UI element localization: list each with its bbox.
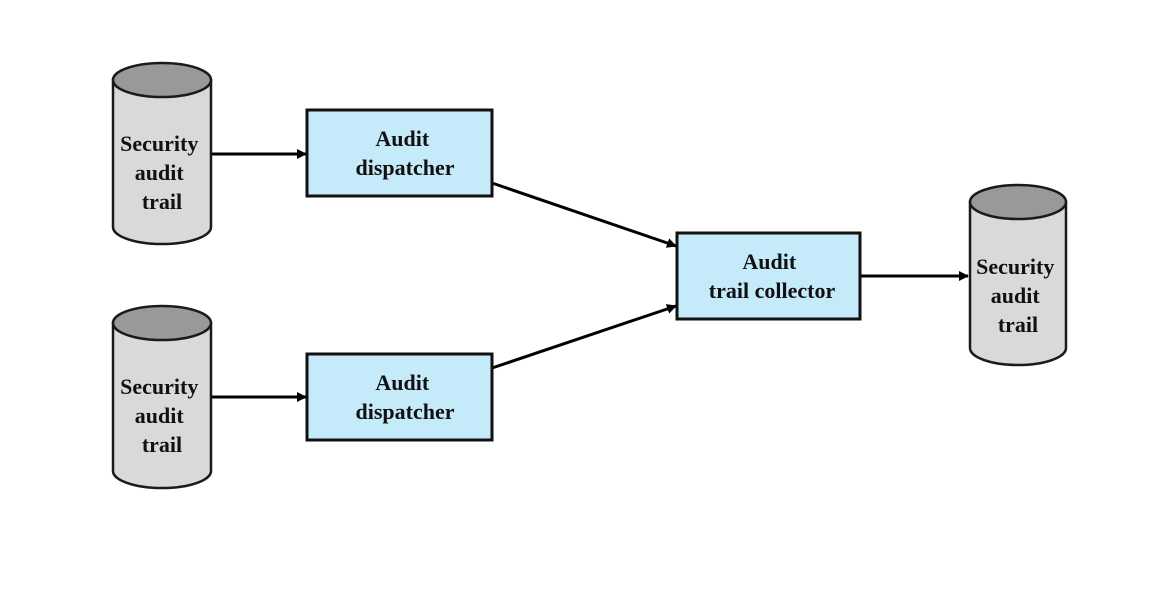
label-line: Security bbox=[120, 374, 198, 399]
label-line: Audit bbox=[375, 370, 429, 395]
audit-trail-collector: Audit trail collector bbox=[675, 231, 862, 321]
security-audit-trail-output: Security audit trail bbox=[968, 183, 1068, 367]
security-audit-trail-top: Security audit trail bbox=[111, 61, 213, 246]
label-line: trail collector bbox=[709, 278, 836, 303]
edge-dispatcher-bottom-to-collector bbox=[491, 304, 677, 370]
cylinder-top bbox=[968, 183, 1068, 221]
process-box bbox=[305, 352, 494, 442]
edges bbox=[212, 149, 969, 402]
label-line: audit bbox=[135, 403, 185, 428]
label-line: Security bbox=[120, 131, 198, 156]
label-line: trail bbox=[998, 312, 1038, 337]
node-label: Security audit trail bbox=[120, 131, 204, 214]
node-label: Security audit trail bbox=[120, 374, 204, 457]
process-box bbox=[675, 231, 862, 321]
node-label: Audit dispatcher bbox=[356, 370, 455, 424]
label-line: Security bbox=[976, 254, 1054, 279]
cylinder-top bbox=[111, 61, 213, 99]
cylinder-body bbox=[968, 200, 1068, 367]
node-label: Security audit trail bbox=[976, 254, 1060, 337]
audit-dispatcher-top: Audit dispatcher bbox=[305, 108, 494, 198]
cylinder-top bbox=[111, 304, 213, 342]
node-label: Audit trail collector bbox=[709, 249, 836, 303]
label-line: dispatcher bbox=[356, 155, 455, 180]
audit-dispatcher-bottom: Audit dispatcher bbox=[305, 352, 494, 442]
label-line: trail bbox=[142, 189, 182, 214]
label-line: Audit bbox=[742, 249, 796, 274]
security-audit-trail-bottom: Security audit trail bbox=[111, 304, 213, 490]
label-line: audit bbox=[135, 160, 185, 185]
cylinder-body bbox=[111, 78, 213, 246]
label-line: audit bbox=[991, 283, 1041, 308]
node-label: Audit dispatcher bbox=[356, 126, 455, 180]
cylinder-body bbox=[111, 321, 213, 490]
label-line: trail bbox=[142, 432, 182, 457]
label-line: Audit bbox=[375, 126, 429, 151]
label-line: dispatcher bbox=[356, 399, 455, 424]
edge-dispatcher-top-to-collector bbox=[491, 181, 677, 248]
process-box bbox=[305, 108, 494, 198]
